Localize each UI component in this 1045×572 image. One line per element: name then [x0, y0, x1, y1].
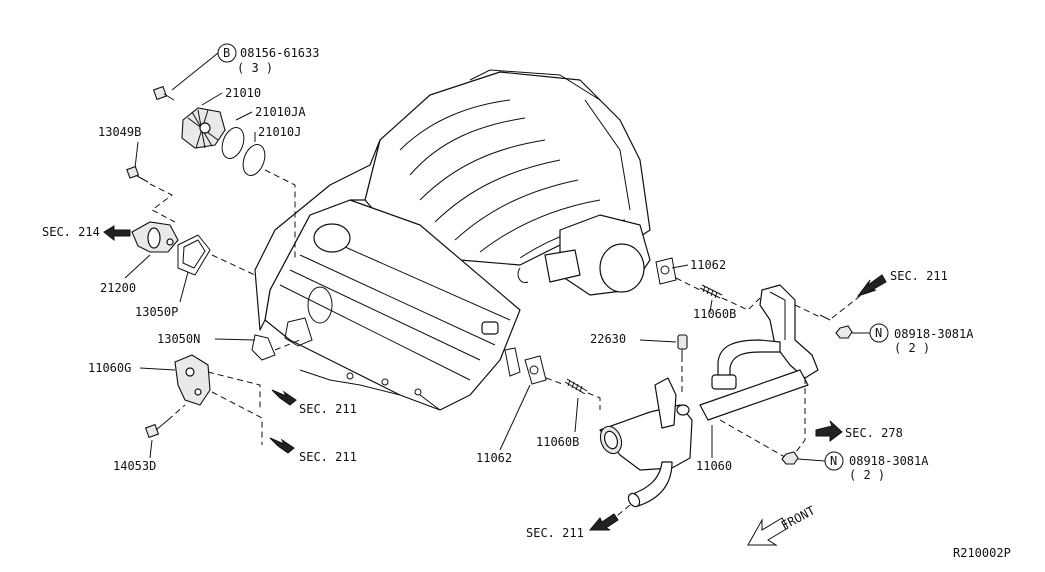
nut-prefix-2: N: [830, 454, 837, 468]
part-11060B-top-label: 11060B: [693, 307, 736, 321]
outlet-flange-icon: [284, 317, 313, 347]
part-11062-bot-label: 11062: [476, 451, 512, 465]
water-outlet-icon: [174, 354, 211, 406]
stud-bolt-icon: [126, 165, 149, 183]
water-outlet-group: 13050N 11060G SEC. 211 SEC. 211 14053D: [88, 317, 357, 473]
part-11060G-label: 11060G: [88, 361, 131, 375]
sec-211-d-label: SEC. 211: [526, 526, 584, 540]
sec-214-label: SEC. 214: [42, 225, 100, 239]
gasket-icon: [524, 355, 547, 385]
part-21010-label: 21010: [225, 86, 261, 100]
sec-211-c-label: SEC. 211: [890, 269, 948, 283]
pipe-upper-icon: [759, 284, 819, 379]
nut-ref-2-label: 08918-3081A: [849, 454, 929, 468]
thermostat-group: 13049B SEC. 214 21200 13050P: [42, 125, 256, 319]
water-pipe-group: SEC. 211 N 08918-3081A ( 2 ) SEC. 278 N …: [526, 269, 974, 540]
water-outlet-housing-icon: [599, 377, 693, 508]
part-13049B-label: 13049B: [98, 125, 141, 139]
nut-icon: [835, 325, 853, 339]
arrow-down-left-icon: [588, 513, 619, 531]
bolt-ref-prefix: B: [223, 46, 230, 60]
part-13050N-label: 13050N: [157, 332, 200, 346]
gasket-icon: [504, 347, 521, 377]
bolt-ref-label: 08156-61633: [240, 46, 319, 60]
part-11060B-bot-label: 11060B: [536, 435, 579, 449]
arrow-right-icon: [271, 389, 297, 406]
front-label: FRONT: [779, 503, 817, 532]
small-gasket-icon: [251, 334, 276, 361]
water-pump-icon: [181, 107, 226, 149]
sec-278-label: SEC. 278: [845, 426, 903, 440]
temperature-sensor-icon: [677, 334, 688, 356]
engine-assembly: [254, 69, 651, 411]
arrow-up-right-icon: [856, 274, 887, 297]
nut-qty-2-label: ( 2 ): [849, 468, 885, 482]
part-21010J-label: 21010J: [258, 125, 301, 139]
sec-211-a-label: SEC. 211: [299, 402, 357, 416]
gasket-icon: [655, 257, 677, 285]
nut-ref-1-label: 08918-3081A: [894, 327, 974, 341]
sec-211-b-label: SEC. 211: [299, 450, 357, 464]
water-inlet-icon: [131, 221, 179, 253]
water-pump-group: B 08156-61633 ( 3 ) 21010 21010JA 21010J: [152, 43, 319, 260]
nut-qty-1-label: ( 2 ): [894, 341, 930, 355]
gasket-icon: [177, 234, 211, 276]
arrow-right-icon: [815, 420, 843, 442]
part-11062-top-label: 11062: [690, 258, 726, 272]
nut-prefix-1: N: [875, 326, 882, 340]
front-arrow-icon: [747, 517, 789, 546]
upper-flange-group: 11062 11060B: [655, 257, 761, 321]
arrow-left-icon: [103, 225, 131, 242]
part-22630-label: 22630: [590, 332, 626, 346]
part-14053D-label: 14053D: [113, 459, 156, 473]
nut-icon: [781, 451, 799, 465]
arrow-right-icon: [269, 437, 295, 454]
part-21200-label: 21200: [100, 281, 136, 295]
part-21010JA-label: 21010JA: [255, 105, 306, 119]
part-11060-label: 11060: [696, 459, 732, 473]
gasket-ring-icon: [221, 127, 245, 159]
lower-flange-group: 11062 11060B: [476, 347, 601, 465]
o-ring-icon: [242, 144, 266, 176]
front-indicator: FRONT: [747, 503, 817, 546]
pipe-main-icon: [699, 369, 809, 421]
stud-icon: [564, 378, 588, 395]
diagram-id: R210002P: [953, 546, 1011, 560]
bolt-icon: [152, 85, 175, 101]
bolt-icon: [144, 419, 169, 439]
part-13050P-label: 13050P: [135, 305, 178, 319]
bolt-qty-label: ( 3 ): [237, 61, 273, 75]
stud-icon: [699, 284, 723, 299]
